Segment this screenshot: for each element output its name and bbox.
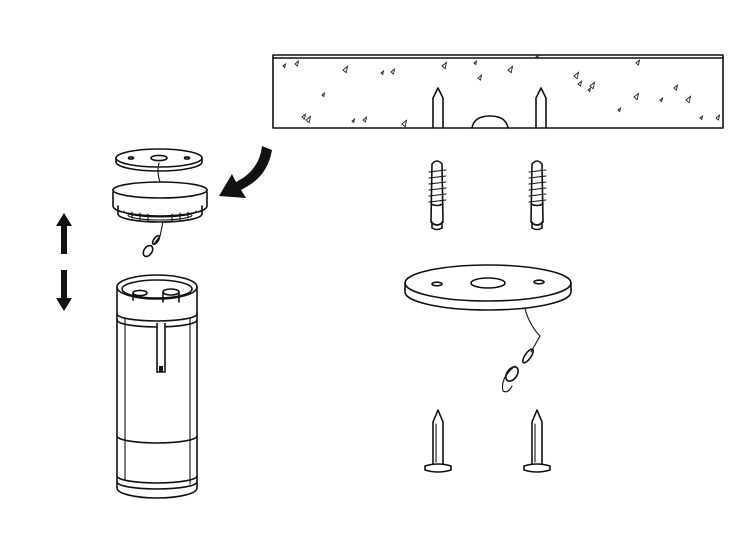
speckle xyxy=(294,60,300,67)
screw-left xyxy=(424,409,452,473)
speckle xyxy=(305,115,312,124)
arrow-up-icon xyxy=(56,213,72,254)
screw-right xyxy=(523,409,551,473)
speckle xyxy=(301,113,307,120)
speckle xyxy=(535,53,540,60)
safety-cable xyxy=(142,221,164,258)
speckle xyxy=(362,116,368,123)
speckle xyxy=(715,114,721,121)
arrow-down-icon xyxy=(56,270,72,311)
speckle xyxy=(633,92,640,101)
speckle xyxy=(589,81,596,90)
speckle xyxy=(441,61,448,70)
speckle xyxy=(685,95,692,104)
speckle xyxy=(587,86,592,93)
speckle xyxy=(507,65,514,74)
wall-plug-left xyxy=(428,160,447,231)
curved-arrow xyxy=(219,146,272,198)
speckle xyxy=(635,59,641,66)
speckle xyxy=(321,91,326,98)
ceiling-section xyxy=(272,53,724,129)
speckle xyxy=(477,74,483,81)
speckle xyxy=(473,59,478,66)
speckle xyxy=(617,106,622,113)
wall-plug-right xyxy=(528,160,547,231)
speckle xyxy=(401,119,408,128)
speckle xyxy=(577,80,583,87)
lamp-body-cylinder xyxy=(116,274,198,499)
mounting-plate-large xyxy=(404,264,572,393)
speckle xyxy=(573,71,580,80)
speckle xyxy=(390,68,396,75)
speckle xyxy=(282,62,287,69)
mounting-plate-small xyxy=(115,148,203,187)
speckle xyxy=(699,114,704,121)
speckle xyxy=(351,117,356,124)
speckle xyxy=(659,96,664,103)
speckle xyxy=(380,69,385,76)
speckle xyxy=(342,65,349,74)
concrete-texture xyxy=(282,53,721,128)
canopy-ring xyxy=(112,181,208,223)
speckle xyxy=(673,84,679,91)
